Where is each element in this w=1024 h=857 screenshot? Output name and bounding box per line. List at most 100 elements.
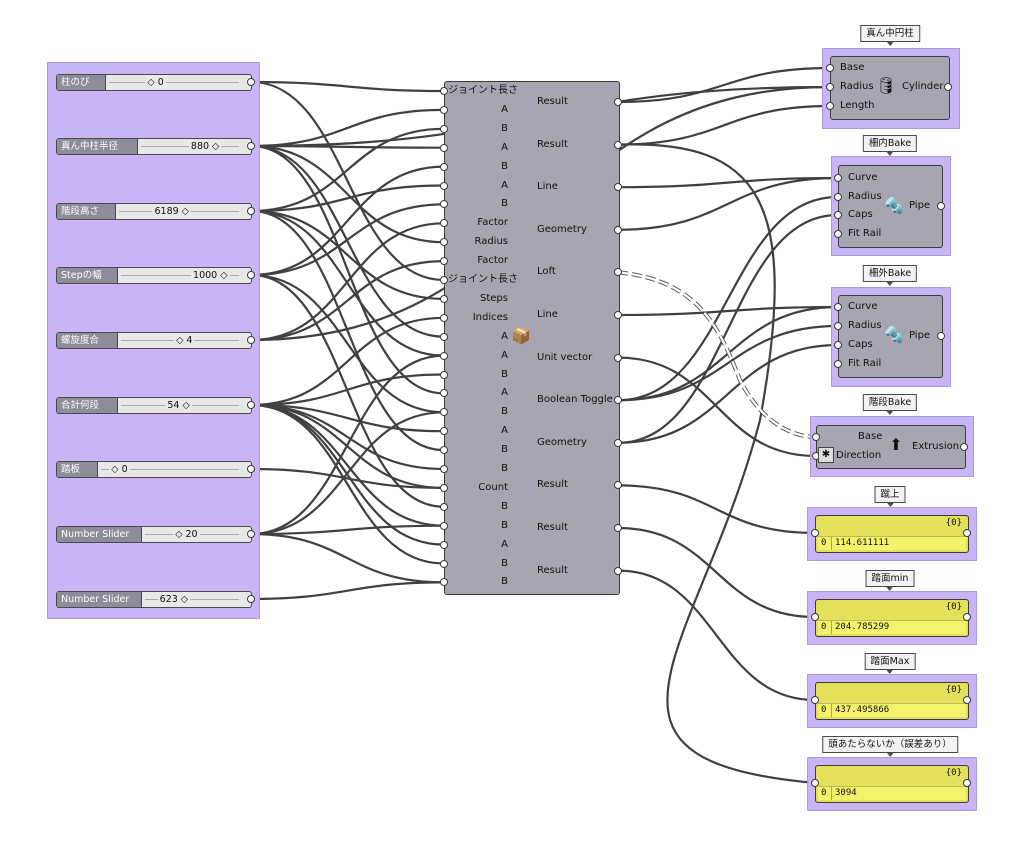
extrusion-output-grip[interactable] (960, 443, 968, 451)
cluster-input-grip[interactable] (440, 276, 448, 284)
cluster-output-grip[interactable] (614, 98, 622, 106)
pipe-outer-component[interactable] (838, 295, 943, 378)
cluster-output-grip[interactable] (614, 183, 622, 192)
number-slider[interactable]: 螺旋度合◇ 4 (56, 332, 252, 349)
panel-output-grip[interactable] (963, 696, 971, 704)
cluster-input-grip[interactable] (440, 427, 448, 436)
pipe_inner-input-grip[interactable] (834, 230, 842, 238)
panel-input-grip[interactable] (811, 779, 819, 787)
slider-output-grip[interactable] (247, 142, 255, 150)
cylinder-input-grip[interactable] (826, 83, 834, 91)
cluster-output-grip[interactable] (614, 524, 622, 532)
pipe_inner-output-grip[interactable] (937, 202, 945, 210)
cluster-input-grip[interactable] (440, 332, 448, 341)
cluster-output-grip[interactable] (614, 396, 622, 405)
panel-output-grip[interactable] (963, 779, 971, 787)
slider-output-grip[interactable] (247, 401, 255, 409)
cluster-input-grip[interactable] (440, 105, 448, 114)
slider-output-grip[interactable] (247, 465, 255, 473)
number-slider[interactable]: 柱のび◇ 0 (56, 74, 252, 91)
panel-group-label: 踏面Max (864, 653, 916, 674)
slider-value: ◇ 20 (173, 527, 200, 542)
pipe-inner-component[interactable] (838, 165, 943, 248)
panel-input-grip[interactable] (811, 529, 819, 537)
cluster-input-grip[interactable] (440, 540, 448, 549)
cluster-output-grip[interactable] (614, 311, 622, 319)
pipe_outer-input-grip[interactable] (834, 303, 842, 311)
cluster-input-grip[interactable] (440, 502, 448, 511)
pipe_outer-output-grip[interactable] (937, 332, 945, 340)
pipe_inner-input-grip[interactable] (834, 193, 842, 201)
cluster-input-grip[interactable] (440, 143, 448, 152)
slider-output-grip[interactable] (247, 271, 255, 279)
number-slider[interactable]: Number Slider◇ 20 (56, 526, 252, 543)
cluster-input-grip[interactable] (440, 200, 448, 209)
slider-output-grip[interactable] (247, 595, 255, 603)
wire (250, 316, 445, 407)
slider-track[interactable] (109, 82, 239, 83)
cluster-input-label: Indices (472, 311, 508, 323)
cluster-input-grip[interactable] (440, 465, 448, 473)
cluster-input-label: Steps (480, 292, 508, 304)
panel-output-grip[interactable] (963, 529, 971, 537)
cylinder-input-grip[interactable] (826, 64, 834, 72)
cluster-input-grip[interactable] (440, 87, 448, 95)
cluster-input-grip[interactable] (440, 219, 448, 228)
cluster-input-grip[interactable] (440, 578, 448, 587)
pipe_outer-input-grip[interactable] (834, 322, 842, 330)
cluster-input-grip[interactable] (440, 351, 448, 360)
pipe_outer-input-grip[interactable] (834, 360, 842, 368)
cluster-input-grip[interactable] (440, 446, 448, 455)
cluster-input-grip[interactable] (440, 162, 448, 171)
cluster-output-grip[interactable] (614, 353, 622, 362)
wire (617, 66, 831, 104)
slider-track[interactable] (145, 599, 239, 600)
cluster-output-grip[interactable] (614, 140, 622, 149)
cluster-input-grip[interactable] (440, 294, 448, 303)
cluster-input-grip[interactable] (440, 559, 448, 568)
cluster-input-grip[interactable] (440, 521, 448, 530)
panel-output-grip[interactable] (963, 613, 971, 621)
cluster-component[interactable] (444, 81, 620, 595)
cluster-input-grip[interactable] (440, 257, 448, 266)
slider-output-grip[interactable] (247, 78, 255, 86)
cluster-input-grip[interactable] (440, 483, 448, 492)
cylinder-output-grip[interactable] (944, 83, 952, 91)
pipe_inner-input-grip[interactable] (834, 174, 842, 182)
cylinder-input-grip[interactable] (826, 102, 834, 110)
slider-output-grip[interactable] (247, 207, 255, 215)
panel-input-grip[interactable] (811, 613, 819, 621)
extrusion-input-grip[interactable] (812, 433, 820, 441)
cluster-output-grip[interactable] (614, 225, 622, 234)
cluster-input-grip[interactable] (440, 238, 448, 247)
cluster-input-label: B (501, 160, 508, 172)
pipe_outer-input-grip[interactable] (834, 341, 842, 349)
number-slider[interactable]: 踏板◇ 0 (56, 461, 252, 478)
cluster-input-grip[interactable] (440, 389, 448, 398)
slider-output-grip[interactable] (247, 336, 255, 344)
cluster-input-grip[interactable] (440, 181, 448, 190)
cluster-output-grip[interactable] (614, 268, 622, 277)
cluster-input-grip[interactable] (440, 370, 448, 379)
cluster-input-grip[interactable] (440, 408, 448, 417)
cluster-input-grip[interactable] (440, 313, 448, 322)
panel-input-grip[interactable] (811, 696, 819, 704)
cluster-output-grip[interactable] (614, 566, 622, 575)
cluster-input-grip[interactable] (440, 124, 448, 133)
panel-row-value: 114.611111 (835, 538, 890, 548)
slider-track[interactable] (101, 469, 239, 470)
pipe_inner-input-grip[interactable] (834, 211, 842, 219)
cluster-output-grip[interactable] (614, 438, 622, 447)
slider-output-grip[interactable] (247, 530, 255, 538)
cluster-output-grip[interactable] (614, 481, 622, 490)
slider-track[interactable] (121, 275, 239, 276)
